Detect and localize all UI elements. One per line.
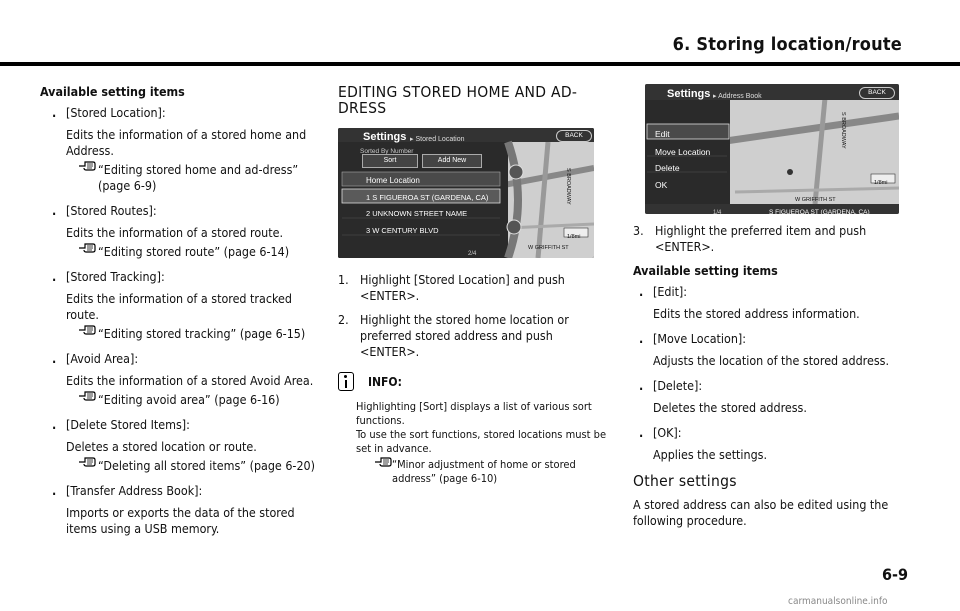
list-item: .[Transfer Address Book]:: [52, 483, 203, 498]
item-desc: Edits the information of a stored home a…: [66, 127, 307, 158]
stored-address-row[interactable]: 2 UNKNOWN STREET NAME: [366, 209, 468, 218]
cross-reference: “Deleting all stored items” (page 6-20): [40, 457, 325, 474]
map-background: [645, 84, 899, 214]
watermark: carmanualsonline.info: [788, 596, 888, 607]
list-item: .[Stored Location]:: [52, 105, 166, 120]
other-settings-text: A stored address can also be edited usin…: [633, 497, 889, 528]
cross-reference: “Minor adjustment of home or stored addr…: [356, 457, 613, 486]
sort-button[interactable]: Sort: [362, 154, 418, 168]
pointing-hand-icon: [79, 161, 96, 171]
street-label: W GRIFFITH ST: [795, 197, 836, 203]
pointing-hand-icon: [79, 325, 96, 335]
map-scale: 1/8mi: [567, 234, 581, 240]
menu-item-edit[interactable]: Edit: [655, 129, 670, 139]
available-items-heading: Available setting items: [40, 84, 185, 99]
available-items-heading: Available setting items: [633, 263, 778, 278]
list-item: .[OK]:: [639, 425, 682, 440]
cross-reference: “Editing avoid area” (page 6-16): [40, 391, 325, 408]
item-desc: Imports or exports the data of the store…: [66, 505, 295, 536]
column-3: Settings ▸ Address Book BACK Edit Move L…: [633, 84, 910, 529]
screenshot-stored-location: Settings ▸ Stored Location BACK Sorted B…: [338, 128, 594, 258]
list-item: .[Delete]:: [639, 378, 703, 393]
list-item: .[Stored Routes]:: [52, 203, 157, 218]
item-desc: Edits the information of a stored tracke…: [66, 291, 292, 322]
info-body: Highlighting [Sort] displays a list of v…: [338, 400, 613, 486]
pointing-hand-icon: [79, 243, 96, 253]
item-desc: Edits the information of a stored Avoid …: [66, 373, 314, 388]
add-new-button[interactable]: Add New: [422, 154, 482, 168]
item-desc: Deletes the stored address.: [653, 400, 807, 415]
menu-item-delete[interactable]: Delete: [655, 163, 680, 173]
list-item: .[Delete Stored Items]:: [52, 417, 190, 432]
item-desc: Edits the information of a stored route.: [66, 225, 284, 240]
item-desc: Adjusts the location of the stored addre…: [653, 353, 889, 368]
back-button[interactable]: BACK: [859, 87, 895, 99]
section-title: EDITING STORED HOME AND AD-DRESS: [338, 83, 578, 117]
menu-item-ok[interactable]: OK: [655, 180, 668, 190]
chapter-title: 6. Storing location/route: [672, 34, 902, 55]
info-header: INFO:: [338, 372, 613, 394]
item-desc: Edits the stored address information.: [653, 306, 860, 321]
screen-title: Settings: [363, 131, 407, 143]
step-1: 1.Highlight [Stored Location] and push <…: [338, 272, 565, 303]
pointing-hand-icon: [375, 457, 392, 467]
sorted-by-label: Sorted By Number: [360, 148, 414, 155]
list-item: .[Stored Tracking]:: [52, 269, 165, 284]
column-2: EDITING STORED HOME AND AD-DRESS Setting…: [338, 84, 613, 486]
header-rule: [0, 62, 960, 66]
address-bar: S FIGUEROA ST (GARDENA, CA): [769, 209, 870, 214]
item-desc: Applies the settings.: [653, 447, 768, 462]
info-icon: [338, 372, 354, 391]
home-location-item[interactable]: Home Location: [366, 176, 420, 185]
screenshot-address-book: Settings ▸ Address Book BACK Edit Move L…: [645, 84, 899, 214]
map-scale: 1/8mi: [874, 180, 888, 186]
street-label: W GRIFFITH ST: [528, 245, 569, 251]
cross-reference: “Editing stored tracking” (page 6-15): [40, 325, 325, 342]
screen-breadcrumb: ▸ Address Book: [713, 93, 762, 100]
list-item: .[Avoid Area]:: [52, 351, 139, 366]
list-item: .[Move Location]:: [639, 331, 747, 346]
back-button[interactable]: BACK: [556, 130, 592, 142]
cross-reference: “Editing stored home and ad-dress” (page…: [40, 161, 325, 194]
pointing-hand-icon: [79, 457, 96, 467]
pointing-hand-icon: [79, 391, 96, 401]
step-3: 3.Highlight the preferred item and push …: [633, 223, 867, 254]
page-indicator: 1/4: [713, 210, 722, 214]
stored-address-row[interactable]: 3 W CENTURY BLVD: [366, 226, 439, 235]
other-settings-title: Other settings: [633, 472, 737, 490]
page-indicator: 2/4: [468, 251, 477, 257]
screen-title: Settings: [667, 88, 711, 100]
stored-address-row[interactable]: 1 S FIGUEROA ST (GARDENA, CA): [366, 193, 489, 202]
menu-item-move-location[interactable]: Move Location: [655, 147, 711, 157]
column-1: Available setting items .[Stored Locatio…: [40, 84, 325, 537]
street-label: S BROADWAY: [840, 112, 846, 149]
page-number: 6-9: [882, 565, 909, 584]
cross-reference: “Editing stored route” (page 6-14): [40, 243, 325, 260]
list-item: .[Edit]:: [639, 284, 688, 299]
street-label: S BROADWAY: [565, 168, 571, 205]
screen-breadcrumb: ▸ Stored Location: [410, 136, 465, 143]
step-2: 2.Highlight the stored home location or …: [338, 312, 569, 359]
item-desc: Deletes a stored location or route.: [66, 439, 257, 454]
info-label: INFO:: [368, 375, 402, 389]
